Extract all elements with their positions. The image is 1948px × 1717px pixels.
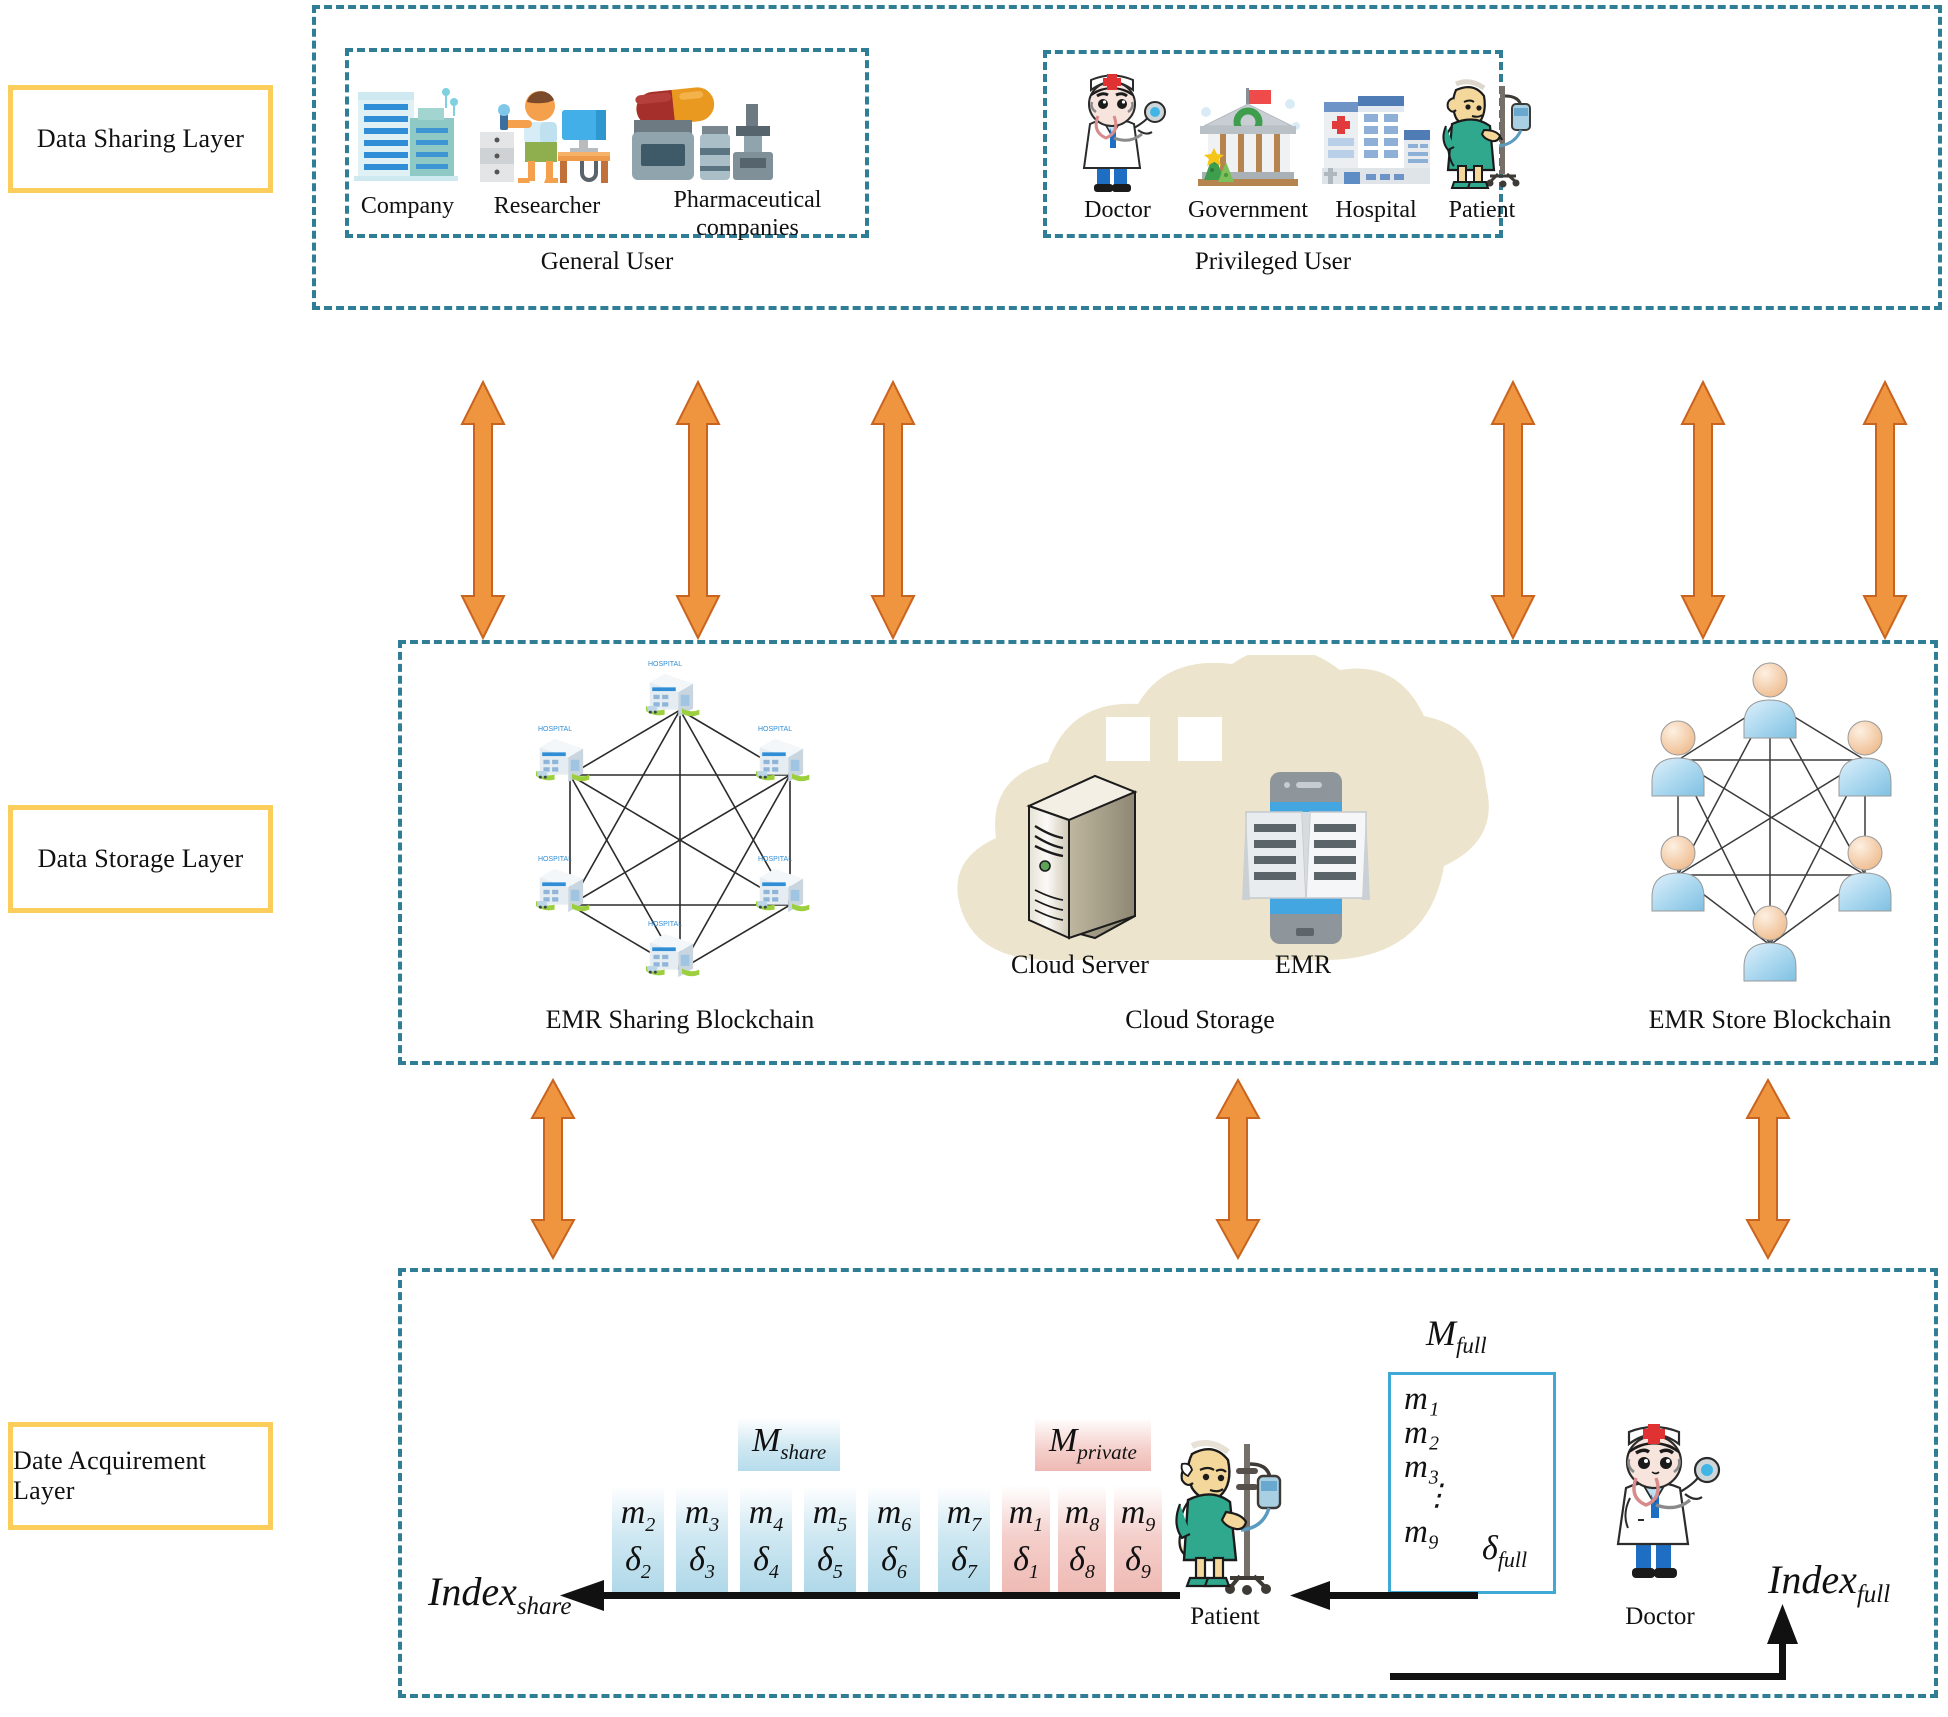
m-full-list: m₁ m₂ m₃ ⋮ m₉: [1404, 1382, 1453, 1549]
m-full-row: m₁: [1404, 1381, 1440, 1417]
bidirectional-arrow: [1745, 1077, 1791, 1265]
m-full-row: m₃: [1404, 1448, 1440, 1485]
icon-caption-patient: Patient: [1412, 196, 1552, 224]
message-block: m9 δ9: [1114, 1486, 1162, 1596]
data-sharing-layer-container: [312, 5, 1942, 310]
m-full-title: Mfull: [1426, 1313, 1487, 1359]
researcher-icon: [478, 78, 613, 193]
message-block: m3 δ3: [676, 1486, 728, 1596]
bidirectional-arrow: [1215, 1077, 1261, 1265]
company-building-icon: [352, 78, 462, 193]
node-caption-emr-sharing-blockchain: EMR Sharing Blockchain: [545, 1005, 815, 1034]
hospital-node-network-icon: HOSPITAL HOSPITAL: [490, 660, 870, 995]
message-block: m5 δ5: [804, 1486, 856, 1596]
patient-icon: [1428, 74, 1538, 197]
message-block: m8 δ8: [1058, 1486, 1106, 1596]
node-caption-emr-store-blockchain: EMR Store Blockchain: [1648, 1005, 1892, 1034]
data-storage-layer-container: [398, 640, 1938, 1065]
m-private-tag: Mprivate: [1035, 1418, 1151, 1471]
svg-text:HOSPITAL: HOSPITAL: [758, 856, 792, 863]
icon-caption-researcher: Researcher: [462, 192, 632, 220]
server-tower-icon: [1023, 770, 1143, 950]
privileged-user-caption: Privileged User: [1194, 248, 1352, 275]
index-full-label: Indexfull: [1768, 1557, 1891, 1608]
bidirectional-arrow: [1862, 379, 1908, 645]
patient-top-label: Patient: [1448, 197, 1516, 223]
researcher-label: Researcher: [493, 193, 601, 219]
patient-icon: [1166, 1432, 1286, 1605]
doctor-label: Doctor: [1084, 197, 1151, 223]
general-user-box: [345, 48, 869, 238]
m-share-tag: Mshare: [738, 1418, 841, 1471]
bidirectional-arrow: [870, 379, 916, 645]
message-block: m2 δ2: [612, 1486, 664, 1596]
message-block: m1 δ1: [1002, 1486, 1050, 1596]
layer-label-text: Date Acquirement Layer: [13, 1446, 207, 1505]
doctor-icon: [1058, 72, 1176, 199]
layer-label-data-sharing: Data Sharing Layer: [8, 85, 273, 193]
general-user-caption: General User: [540, 248, 674, 275]
cloud-icon: [930, 647, 1500, 990]
bidirectional-arrow: [1490, 379, 1536, 645]
arrow-to-index-full: [1386, 1594, 1836, 1689]
icon-caption-doctor-bottom: Doctor: [1625, 1603, 1695, 1630]
layer-label-text: Data Sharing Layer: [36, 124, 245, 153]
m-full-row: m₉: [1404, 1513, 1440, 1550]
icon-caption-emr: EMR: [1274, 950, 1332, 979]
pharmaceutical-label: Pharmaceutical companies: [673, 187, 822, 242]
person-node-network-icon: [1620, 660, 1920, 995]
pharmaceutical-icon: [628, 76, 803, 193]
node-caption-cloud-storage: Cloud Storage: [1125, 1005, 1275, 1034]
icon-caption-patient-bottom: Patient: [1190, 1603, 1260, 1630]
arrow-mfull-to-patient: [1290, 1578, 1480, 1617]
layer-label-text: Data Storage Layer: [37, 844, 244, 873]
company-label: Company: [360, 193, 455, 219]
message-block: m7 δ7: [938, 1486, 990, 1596]
layer-label-data-storage: Data Storage Layer: [8, 805, 273, 913]
delta-full-symbol: δfull: [1482, 1530, 1528, 1572]
m-full-row: m₂: [1404, 1414, 1440, 1451]
icon-caption-company: Company: [330, 192, 485, 220]
bidirectional-arrow: [1680, 379, 1726, 645]
svg-text:HOSPITAL: HOSPITAL: [648, 921, 682, 928]
emr-book-icon: [1240, 768, 1370, 953]
government-label: Government: [1188, 197, 1308, 223]
icon-caption-doctor: Doctor: [1045, 196, 1190, 224]
hospital-label: Hospital: [1335, 197, 1417, 223]
svg-text:HOSPITAL: HOSPITAL: [538, 726, 572, 733]
bidirectional-arrow: [530, 1077, 576, 1265]
svg-text:HOSPITAL: HOSPITAL: [648, 661, 682, 668]
government-icon: [1186, 82, 1310, 197]
layer-label-date-acquirement: Date Acquirement Layer: [8, 1422, 273, 1530]
icon-caption-cloud-server: Cloud Server: [1011, 950, 1149, 979]
svg-text:HOSPITAL: HOSPITAL: [758, 726, 792, 733]
message-block: m4 δ4: [740, 1486, 792, 1596]
icon-caption-hospital: Hospital: [1306, 196, 1446, 224]
arrow-to-index-share: [560, 1578, 1180, 1617]
date-acquirement-layer-container: [398, 1268, 1938, 1698]
index-share-label: Indexshare: [428, 1569, 572, 1620]
doctor-icon: [1590, 1420, 1730, 1590]
hospital-icon: [1320, 82, 1432, 195]
bidirectional-arrow: [675, 379, 721, 645]
bidirectional-arrow: [460, 379, 506, 645]
message-block: m6 δ6: [868, 1486, 920, 1596]
svg-text:HOSPITAL: HOSPITAL: [538, 856, 572, 863]
icon-caption-government: Government: [1172, 196, 1324, 224]
icon-caption-pharmaceutical: Pharmaceutical companies: [640, 186, 855, 243]
m-full-row: ⋮: [1422, 1478, 1453, 1512]
m-full-box: [1388, 1372, 1556, 1594]
